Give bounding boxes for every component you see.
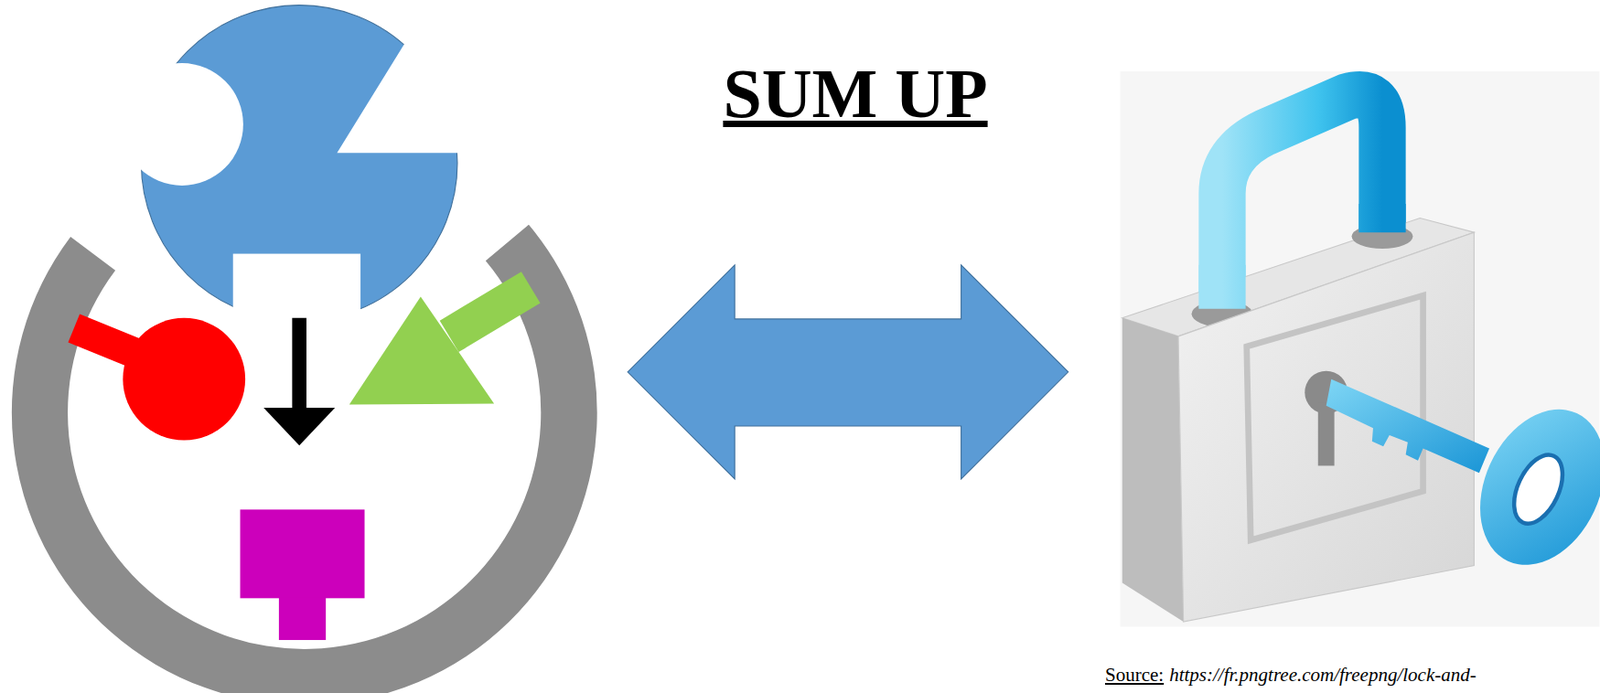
magenta-stem (279, 597, 326, 641)
key-bow (1456, 389, 1600, 586)
black-arrow-shaft (291, 318, 307, 410)
diagram-title: SUM UP (722, 58, 988, 129)
magenta-group (240, 509, 366, 599)
lock-key-illustration (1120, 71, 1600, 628)
black-arrow-head (263, 408, 335, 446)
red-group (122, 318, 246, 441)
enzyme-illustration (11, 5, 598, 693)
key-bow-hole (1503, 447, 1572, 532)
keyhole-slot (1318, 402, 1335, 466)
source-url: https://fr.pngtree.com/freepng/lock-and- (1169, 664, 1477, 687)
double-arrow (627, 265, 1069, 480)
source-credit: Source:https://fr.pngtree.com/freepng/lo… (1105, 664, 1477, 688)
lock-side-face (1122, 318, 1184, 623)
key-blade (1326, 379, 1490, 474)
green-arrow-shaft (449, 287, 531, 337)
substrate-shape (140, 5, 458, 323)
green-arrow-head (349, 296, 494, 405)
source-label: Source: (1105, 664, 1164, 687)
